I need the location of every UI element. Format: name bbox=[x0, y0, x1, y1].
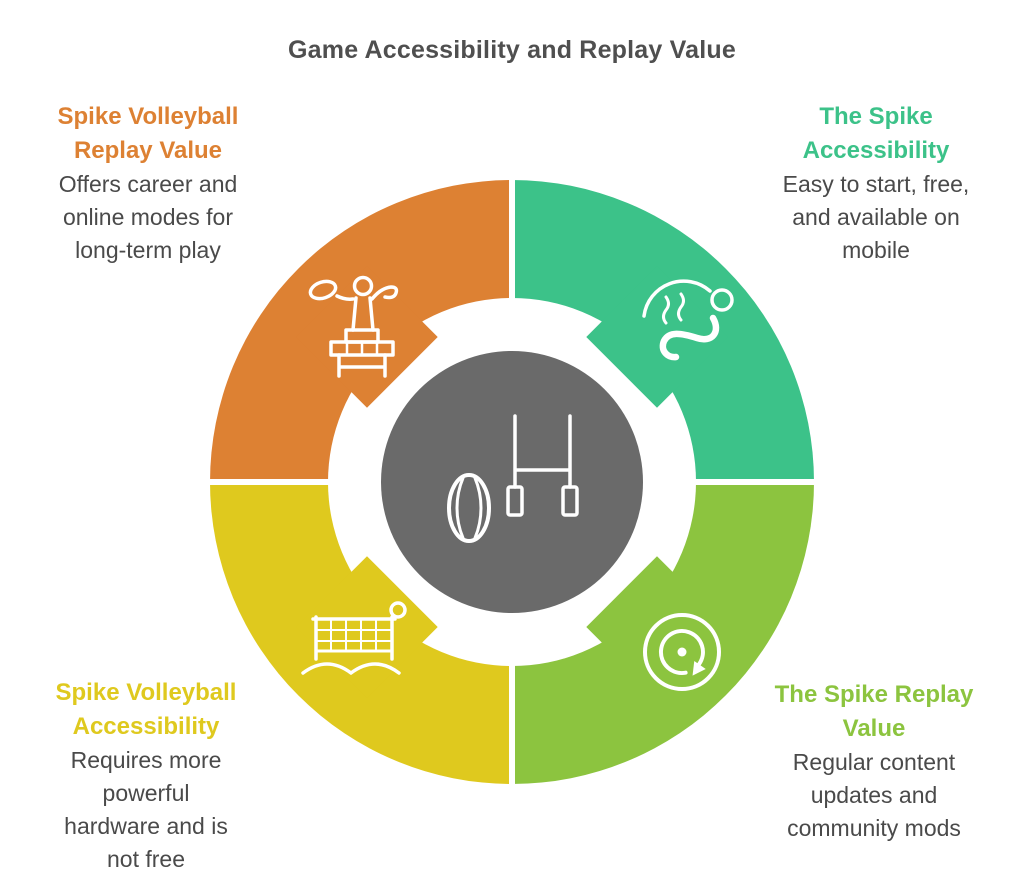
quadrant-heading: The Spike Replay Value bbox=[730, 678, 1018, 746]
heading-line: Accessibility bbox=[802, 137, 950, 164]
body-line: powerful bbox=[102, 780, 190, 806]
running-player-icon bbox=[642, 279, 734, 361]
chevron-top-right bbox=[586, 266, 728, 408]
body-line: updates and bbox=[810, 782, 938, 808]
quadrant-description: Regular content updates and community mo… bbox=[730, 746, 1018, 845]
body-line: Regular content bbox=[792, 749, 956, 775]
body-line: mobile bbox=[842, 237, 910, 263]
label-block-bottom-left: Spike Volleyball Accessibility Requires … bbox=[4, 676, 288, 876]
quadrant-heading: Spike Volleyball Accessibility bbox=[4, 676, 288, 744]
label-block-top-left: Spike Volleyball Replay Value Offers car… bbox=[6, 100, 290, 267]
heading-line: Spike Volleyball bbox=[55, 679, 237, 706]
body-line: Easy to start, free, bbox=[782, 171, 970, 197]
heading-line: The Spike bbox=[819, 103, 933, 130]
quadrant-heading: Spike Volleyball Replay Value bbox=[6, 100, 290, 168]
body-line: and available on bbox=[792, 204, 960, 230]
volleyball-net-icon bbox=[301, 601, 407, 675]
chevron-bottom-left bbox=[296, 556, 438, 698]
heading-line: Spike Volleyball bbox=[57, 103, 239, 130]
label-block-top-right: The Spike Accessibility Easy to start, f… bbox=[732, 100, 1020, 267]
body-line: Requires more bbox=[70, 747, 222, 773]
page-title: Game Accessibility and Replay Value bbox=[288, 36, 736, 64]
body-line: Offers career and bbox=[58, 171, 238, 197]
center-circle bbox=[381, 351, 643, 613]
body-line: long-term play bbox=[75, 237, 221, 263]
body-line: community mods bbox=[787, 815, 961, 841]
quadrant-description: Requires more powerful hardware and is n… bbox=[4, 744, 288, 876]
heading-line: Replay Value bbox=[73, 137, 223, 164]
quadrant-description: Easy to start, free, and available on mo… bbox=[732, 168, 1020, 267]
quadrant-heading: The Spike Accessibility bbox=[732, 100, 1020, 168]
heading-line: Value bbox=[842, 715, 906, 742]
label-block-bottom-right: The Spike Replay Value Regular content u… bbox=[730, 678, 1018, 845]
body-line: hardware and is bbox=[64, 813, 228, 839]
replay-arrow-icon bbox=[643, 613, 721, 691]
heading-line: Accessibility bbox=[72, 713, 220, 740]
chevron-top-left bbox=[296, 266, 438, 408]
volleyball-spiker-icon bbox=[308, 275, 399, 378]
quadrant-description: Offers career and online modes for long-… bbox=[6, 168, 290, 267]
rugby-goalposts-and-ball-icon bbox=[447, 414, 579, 543]
body-line: not free bbox=[107, 846, 185, 872]
heading-line: The Spike Replay bbox=[774, 681, 974, 708]
body-line: online modes for bbox=[62, 204, 234, 230]
